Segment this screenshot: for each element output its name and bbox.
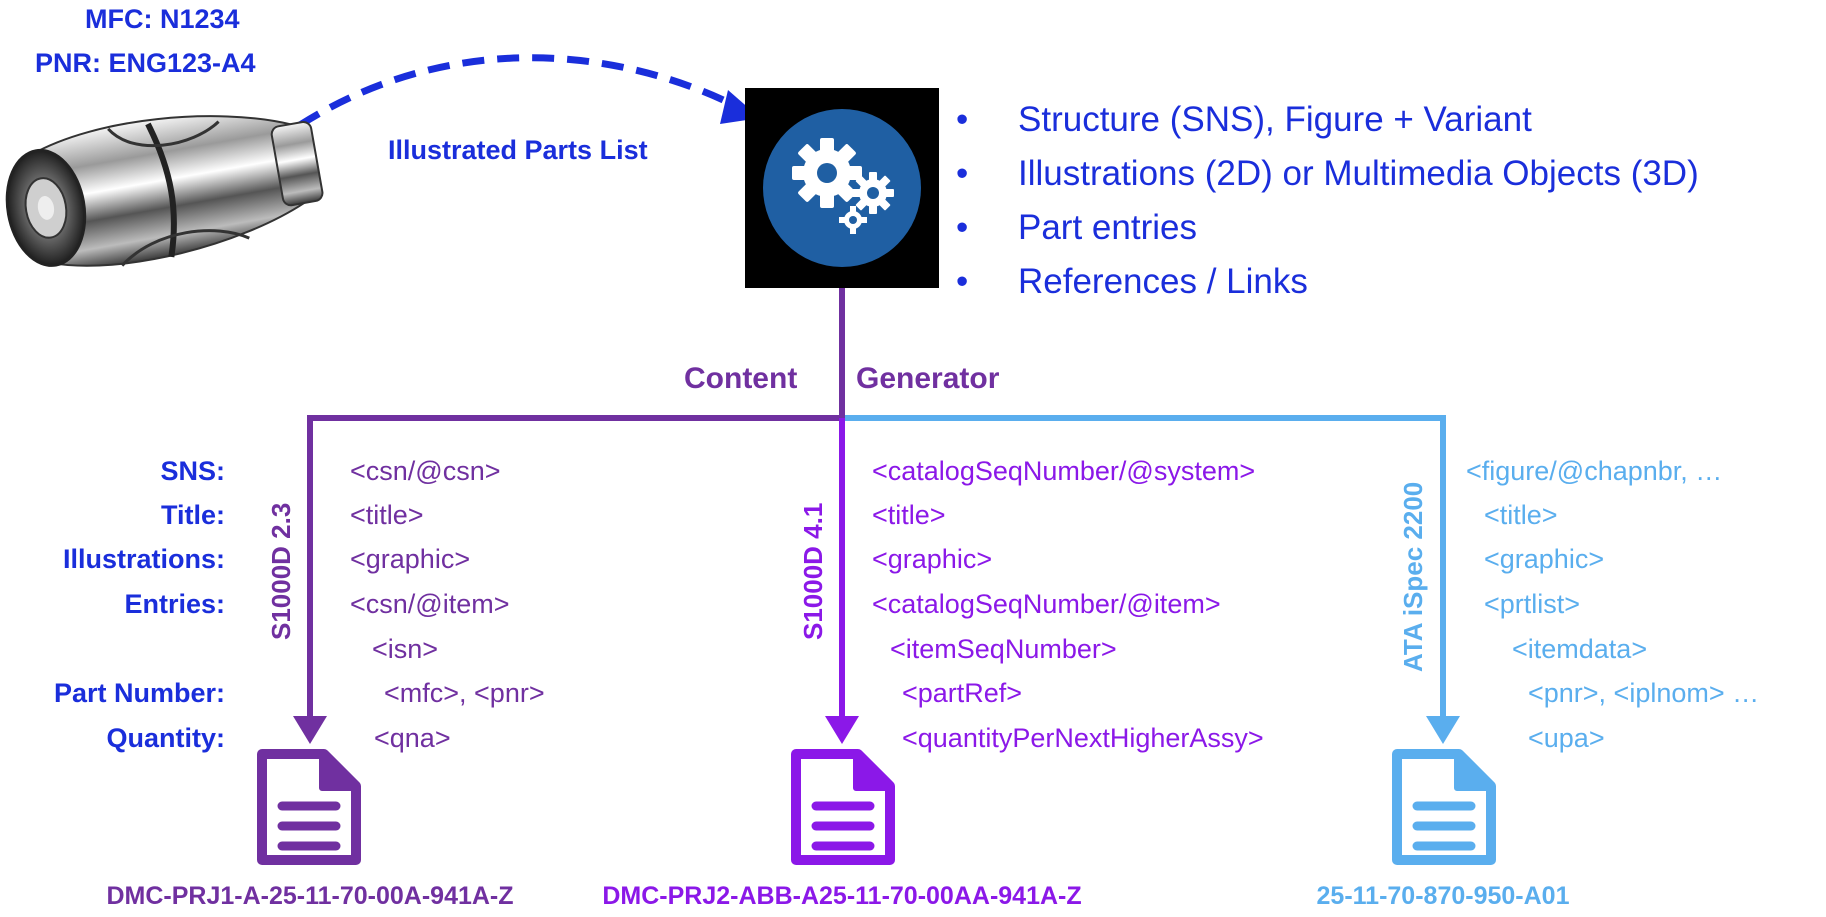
spec-c-document-name: 25-11-70-870-950-A01 [1316,882,1570,910]
spec-b-line: <catalogSeqNumber/@system> [872,456,1256,486]
gears-icon [763,109,921,267]
spec-b-line: <catalogSeqNumber/@item> [872,589,1221,619]
jet-engine-icon [5,115,324,267]
spec-b-name: S1000D 4.1 [798,502,828,640]
bullet-text: Part entries [1018,208,1197,247]
field-label-part-number: Part Number: [53,678,225,708]
branch-c-arrowhead [1426,716,1460,744]
spec-b-line: <title> [872,500,946,530]
spec-b-line: <graphic> [872,544,993,574]
spec-b-line: <quantityPerNextHigherAssy> [902,723,1264,753]
bullet-text: References / Links [1018,262,1308,301]
generator-box [745,88,939,288]
spec-c-line: <upa> [1528,723,1605,753]
spec-a-line: <isn> [372,634,439,664]
spec-a-line: <csn/@item> [350,589,510,619]
spec-c-line: <title> [1484,500,1558,530]
field-label-illustrations: Illustrations: [62,544,225,574]
spec-a-line: <qna> [374,723,451,753]
spec-c-line: <pnr>, <iplnom> … [1528,678,1760,708]
arrow-label: Illustrated Parts List [388,135,648,165]
content-label: Content [684,362,798,395]
spec-c-name: ATA iSpec 2200 [1398,481,1428,672]
field-label-sns: SNS: [160,456,225,486]
bullet-text: Illustrations (2D) or Multimedia Objects… [1018,154,1699,193]
spec-b-line: <itemSeqNumber> [890,634,1117,664]
field-label-entries: Entries: [124,589,225,619]
branch-a-arrowhead [293,716,327,744]
spec-a-line: <graphic> [350,544,471,574]
document-icon [257,749,361,865]
bullet-item: •Structure (SNS), Figure + Variant [956,100,1532,139]
engine-pnr-label: PNR: ENG123-A4 [35,48,256,78]
spec-b-line: <partRef> [902,678,1023,708]
engine-mfc-label: MFC: N1234 [85,4,240,34]
spec-a-line: <csn/@csn> [350,456,501,486]
engine-to-generator-arrow [298,54,750,128]
spec-a-name: S1000D 2.3 [266,502,296,640]
spec-c-line: <figure/@chapnbr, … [1466,456,1723,486]
spec-a-document-name: DMC-PRJ1-A-25-11-70-00A-941A-Z [106,882,514,910]
bullet-item: •Part entries [956,208,1197,247]
generator-label: Generator [856,362,1000,395]
field-label-title: Title: [160,500,225,530]
bullet-item: •References / Links [956,262,1308,301]
spec-b-document-name: DMC-PRJ2-ABB-A25-11-70-00AA-941A-Z [602,882,1082,910]
spec-a-line: <title> [350,500,424,530]
spec-a-line: <mfc>, <pnr> [384,678,545,708]
branch-b-arrowhead [825,716,859,744]
document-icon [791,749,895,865]
bullet-item: •Illustrations (2D) or Multimedia Object… [956,154,1699,193]
document-icon [1392,749,1496,865]
spec-c-line: <itemdata> [1512,634,1648,664]
field-label-quantity: Quantity: [106,723,226,753]
bullet-text: Structure (SNS), Figure + Variant [1018,100,1532,139]
spec-c-line: <graphic> [1484,544,1605,574]
spec-c-line: <prtlist> [1484,589,1581,619]
